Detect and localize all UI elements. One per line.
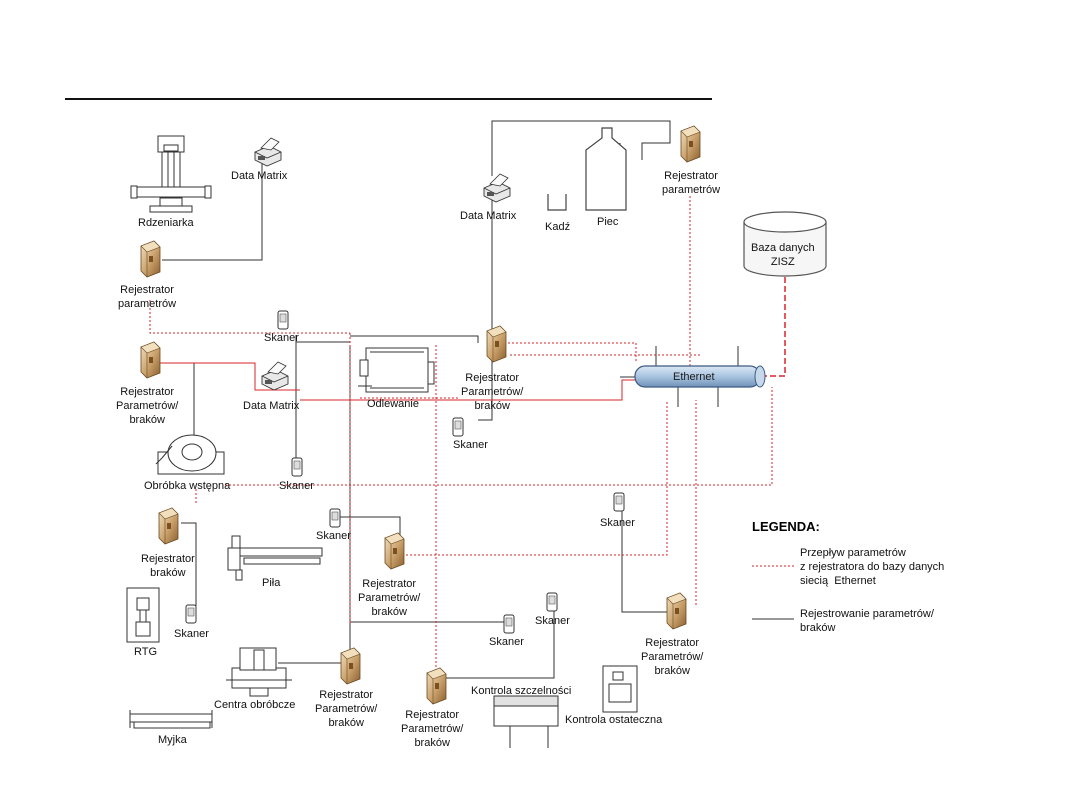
- label-rejestrator-2: Rejestrator Parametrów/ braków: [116, 386, 179, 426]
- label-rejestrator-right: Rejestrator Parametrów/ braków: [641, 637, 704, 677]
- skaner-icon: [329, 508, 341, 528]
- label-piec: Piec: [597, 216, 619, 228]
- label-data-matrix-2: Data Matrix: [460, 210, 517, 222]
- rdzeniarka-machine: [130, 135, 212, 213]
- label-skaner-right: Skaner: [600, 517, 635, 529]
- label-data-matrix-1: Data Matrix: [231, 170, 288, 182]
- legend-title: LEGENDA:: [752, 519, 820, 534]
- rejestrator-icon: [384, 532, 405, 570]
- pila-machine: [227, 535, 323, 581]
- data-matrix-printer-icon: [483, 173, 511, 203]
- label-skaner-rtg: Skaner: [174, 628, 209, 640]
- rejestrator-icon: [140, 341, 161, 379]
- label-data-matrix-3: Data Matrix: [243, 400, 300, 412]
- label-ethernet: Ethernet: [673, 371, 715, 383]
- label-rejestrator-pila: Rejestrator Parametrów/ braków: [358, 578, 421, 618]
- data-matrix-printer-icon: [261, 361, 289, 391]
- rejestrator-icon: [426, 667, 447, 705]
- rejestrator-icon: [158, 507, 179, 545]
- skaner-icon: [291, 457, 303, 477]
- skaner-icon: [546, 592, 558, 612]
- rejestrator-icon: [340, 647, 361, 685]
- ethernet-bus: [634, 365, 766, 388]
- skaner-icon: [613, 492, 625, 512]
- baza-danych-cylinder: [743, 211, 827, 277]
- obrobka-machine: [155, 434, 225, 475]
- label-rejestrator-odlew: Rejestrator Parametrów/ braków: [461, 372, 524, 412]
- legend-red-desc: Przepływ parametrów z rejestratora do ba…: [800, 547, 945, 587]
- label-rdzeniarka: Rdzeniarka: [138, 217, 194, 229]
- label-pila: Piła: [262, 577, 281, 589]
- skaner-icon: [185, 604, 197, 624]
- label-skaner-odlew: Skaner: [453, 439, 488, 451]
- label-kadz: Kadź: [545, 221, 571, 233]
- label-kontrola-ostateczna: Kontrola ostateczna: [565, 714, 663, 726]
- label-rejestrator-1: Rejestrator parametrów: [118, 284, 177, 310]
- label-skaner-kontrola: Skaner: [535, 615, 570, 627]
- legend-black-desc: Rejestrowanie parametrów/ braków: [800, 608, 934, 634]
- label-centra: Centra obróbcze: [214, 699, 296, 711]
- piec-furnace: [547, 127, 627, 211]
- label-rtg: RTG: [134, 646, 158, 658]
- centra-machine: [226, 647, 292, 697]
- rejestrator-icon: [140, 240, 161, 278]
- label-skaner-obrobka: Skaner: [279, 480, 314, 492]
- skaner-icon: [452, 417, 464, 437]
- skaner-icon: [277, 310, 289, 330]
- label-baza-danych: Baza danych ZISZ: [751, 242, 815, 268]
- label-rejestrator-brakow: Rejestrator braków: [141, 553, 195, 579]
- label-skaner-mid: Skaner: [489, 636, 524, 648]
- odlewanie-machine: [358, 347, 435, 393]
- rejestrator-icon: [666, 592, 687, 630]
- label-rejestrator-centra: Rejestrator Parametrów/ braków: [315, 689, 378, 729]
- red-lines: [149, 196, 786, 700]
- label-odlewanie: Odlewanie: [367, 398, 419, 410]
- kontrola-machine: [493, 665, 638, 748]
- rejestrator-icon: [680, 125, 701, 163]
- data-matrix-printer-icon: [254, 137, 282, 167]
- label-obrobka: Obróbka wstępna: [144, 480, 231, 492]
- label-rejestrator-piec: Rejestrator parametrów: [662, 170, 721, 196]
- label-kontrola-szczelnosci: Kontrola szczelności: [471, 685, 572, 697]
- label-myjka: Myjka: [158, 734, 187, 746]
- rejestrator-icon: [486, 325, 507, 363]
- label-skaner-top: Skaner: [264, 332, 299, 344]
- label-rejestrator-kontrola: Rejestrator Parametrów/ braków: [401, 709, 464, 749]
- label-skaner-pila: Skaner: [316, 530, 351, 542]
- rtg-machine: [126, 587, 160, 643]
- skaner-icon: [503, 614, 515, 634]
- myjka-machine: [129, 710, 213, 729]
